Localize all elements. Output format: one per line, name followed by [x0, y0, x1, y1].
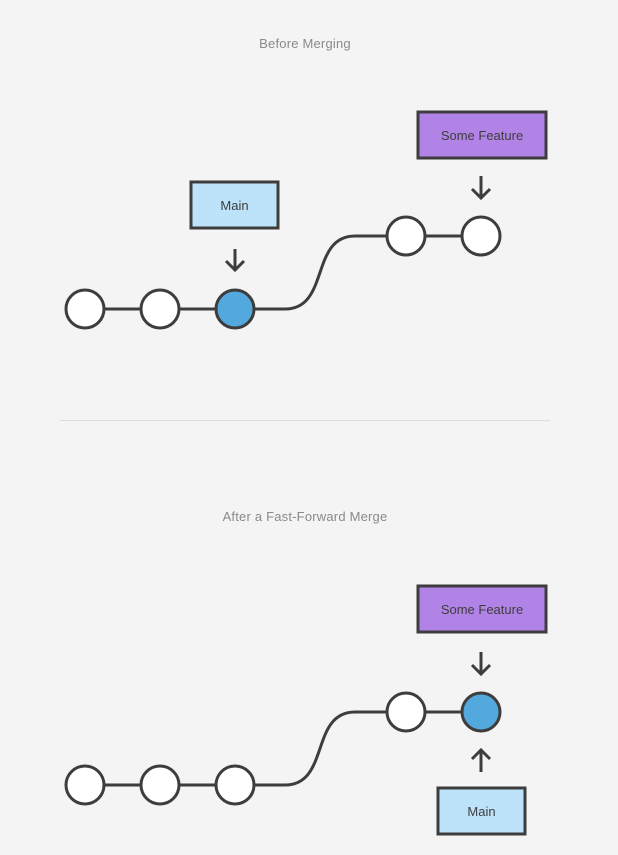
commit-node	[139, 764, 181, 806]
before-merging-graph: Main Some Feature	[64, 110, 548, 330]
down-arrow-icon	[224, 249, 246, 273]
before-merging-title: Before Merging	[259, 36, 351, 51]
main-branch-label-box	[436, 786, 527, 836]
commit-node	[214, 764, 256, 806]
down-arrow-icon	[470, 176, 492, 201]
after-merge-diagram: Some Feature Main	[0, 575, 618, 850]
down-arrow-icon	[470, 652, 492, 677]
main-branch-label: Main	[467, 804, 495, 819]
feature-commit-node	[385, 691, 427, 733]
head-commit-node	[214, 288, 256, 330]
after-merge-title: After a Fast-Forward Merge	[222, 509, 388, 524]
before-merging-diagram: Main Some Feature	[0, 100, 618, 400]
commit-node	[64, 764, 106, 806]
feature-commit-node	[385, 215, 427, 257]
feature-branch-label-box	[416, 584, 548, 634]
feature-branch-label-box	[416, 110, 548, 160]
feature-branch-label: Some Feature	[441, 602, 523, 617]
after-merge-graph: Some Feature Main	[64, 584, 548, 836]
feature-branch-label: Some Feature	[441, 128, 523, 143]
branch-curve-edge	[254, 234, 387, 311]
section-divider	[60, 420, 550, 421]
head-commit-node	[460, 691, 502, 733]
main-branch-label-box	[189, 180, 280, 230]
commit-node	[139, 288, 181, 330]
up-arrow-icon	[470, 747, 492, 772]
feature-commit-node	[460, 215, 502, 257]
branch-curve-edge	[254, 710, 387, 787]
commit-node	[64, 288, 106, 330]
main-branch-label: Main	[220, 198, 248, 213]
